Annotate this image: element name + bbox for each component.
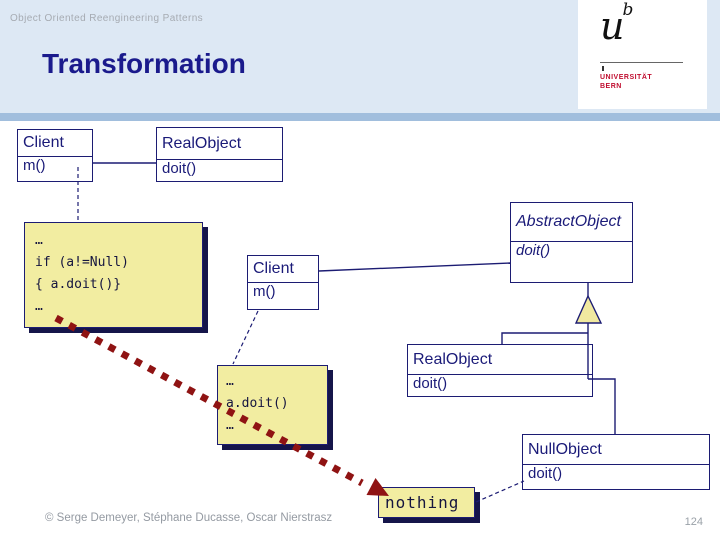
logo-bern-label: BERN: [600, 83, 622, 90]
uml-class-client-before: Client m(): [17, 129, 93, 182]
class-name: Client: [248, 256, 318, 283]
code-note-after: … a.doit() …: [217, 365, 328, 445]
note-anchor-nothing: [475, 480, 525, 503]
code-note-before: … if (a!=Null) { a.doit()} …: [24, 222, 203, 328]
logo-b-glyph: b: [622, 0, 634, 20]
code-line: a.doit(): [226, 396, 289, 411]
course-name: Object Oriented Reengineering Patterns: [10, 13, 204, 24]
uml-class-nullobject: NullObject doit(): [522, 434, 710, 490]
code-line: { a.doit()}: [35, 277, 122, 292]
class-method: m(): [23, 157, 46, 174]
logo-universitaet-label: UNIVERSITÄT: [600, 74, 653, 81]
code-line: …: [35, 299, 43, 314]
university-bern-logo: ub UNIVERSITÄT BERN: [578, 0, 707, 109]
class-method: doit(): [528, 465, 563, 482]
class-name: AbstractObject: [511, 203, 632, 242]
logo-u-glyph: ub: [600, 0, 634, 48]
copyright-footer: © Serge Demeyer, Stéphane Ducasse, Oscar…: [45, 512, 333, 524]
code-line: …: [35, 233, 43, 248]
uml-class-realobject-after: RealObject doit(): [407, 344, 593, 397]
association-client-abstractobject: [318, 262, 511, 272]
class-method: doit(): [413, 375, 448, 392]
code-line: if (a!=Null): [35, 255, 129, 270]
page-number: 124: [684, 516, 703, 528]
nothing-note: nothing: [378, 487, 475, 518]
class-method: doit(): [516, 242, 551, 259]
uml-class-client-after: Client m(): [247, 255, 319, 310]
code-line: …: [226, 418, 234, 433]
code-line: …: [226, 374, 234, 389]
uml-class-realobject-before: RealObject doit(): [156, 127, 283, 182]
uml-class-abstractobject: AbstractObject doit(): [510, 202, 633, 283]
class-name: NullObject: [523, 435, 709, 465]
header-divider-band: [0, 113, 720, 121]
logo-rule: [600, 62, 683, 63]
logo-tick: [602, 66, 604, 71]
note-anchor-after: [232, 310, 259, 365]
page-title: Transformation: [42, 48, 246, 79]
class-name: RealObject: [408, 345, 592, 375]
class-name: Client: [18, 130, 92, 157]
class-method: doit(): [162, 160, 197, 177]
class-method: m(): [253, 283, 276, 300]
class-name: RealObject: [157, 128, 282, 160]
nothing-label: nothing: [385, 493, 460, 512]
inheritance-triangle: [574, 294, 603, 324]
inheritance-branch-real: [501, 332, 588, 344]
